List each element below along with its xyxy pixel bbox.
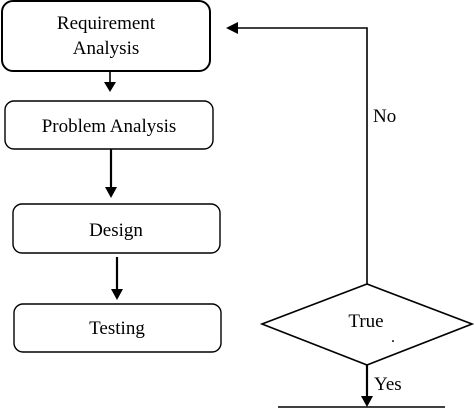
node-requirement-label-line2: Analysis <box>73 38 140 59</box>
node-requirement-analysis: Requirement Analysis <box>1 0 211 72</box>
edge-problem-to-design <box>105 149 117 198</box>
node-problem-analysis: Problem Analysis <box>4 100 214 150</box>
node-decision-mark: . <box>391 329 395 346</box>
node-design: Design <box>12 203 221 254</box>
edge-yes-label: Yes <box>374 374 402 395</box>
edge-no-label: No <box>373 106 396 127</box>
node-design-label: Design <box>89 220 143 241</box>
edge-design-to-testing <box>111 257 123 300</box>
node-testing: Testing <box>13 303 222 353</box>
node-requirement-label-line1: Requirement <box>57 13 156 34</box>
edge-yes-exit: Yes <box>361 365 402 407</box>
node-testing-label: Testing <box>89 318 145 339</box>
node-decision-label: True <box>348 311 383 332</box>
node-problem-label: Problem Analysis <box>42 116 177 137</box>
node-decision: True . <box>259 283 474 366</box>
edge-requirement-to-problem <box>104 71 116 92</box>
edge-no-loop: No <box>226 22 396 284</box>
